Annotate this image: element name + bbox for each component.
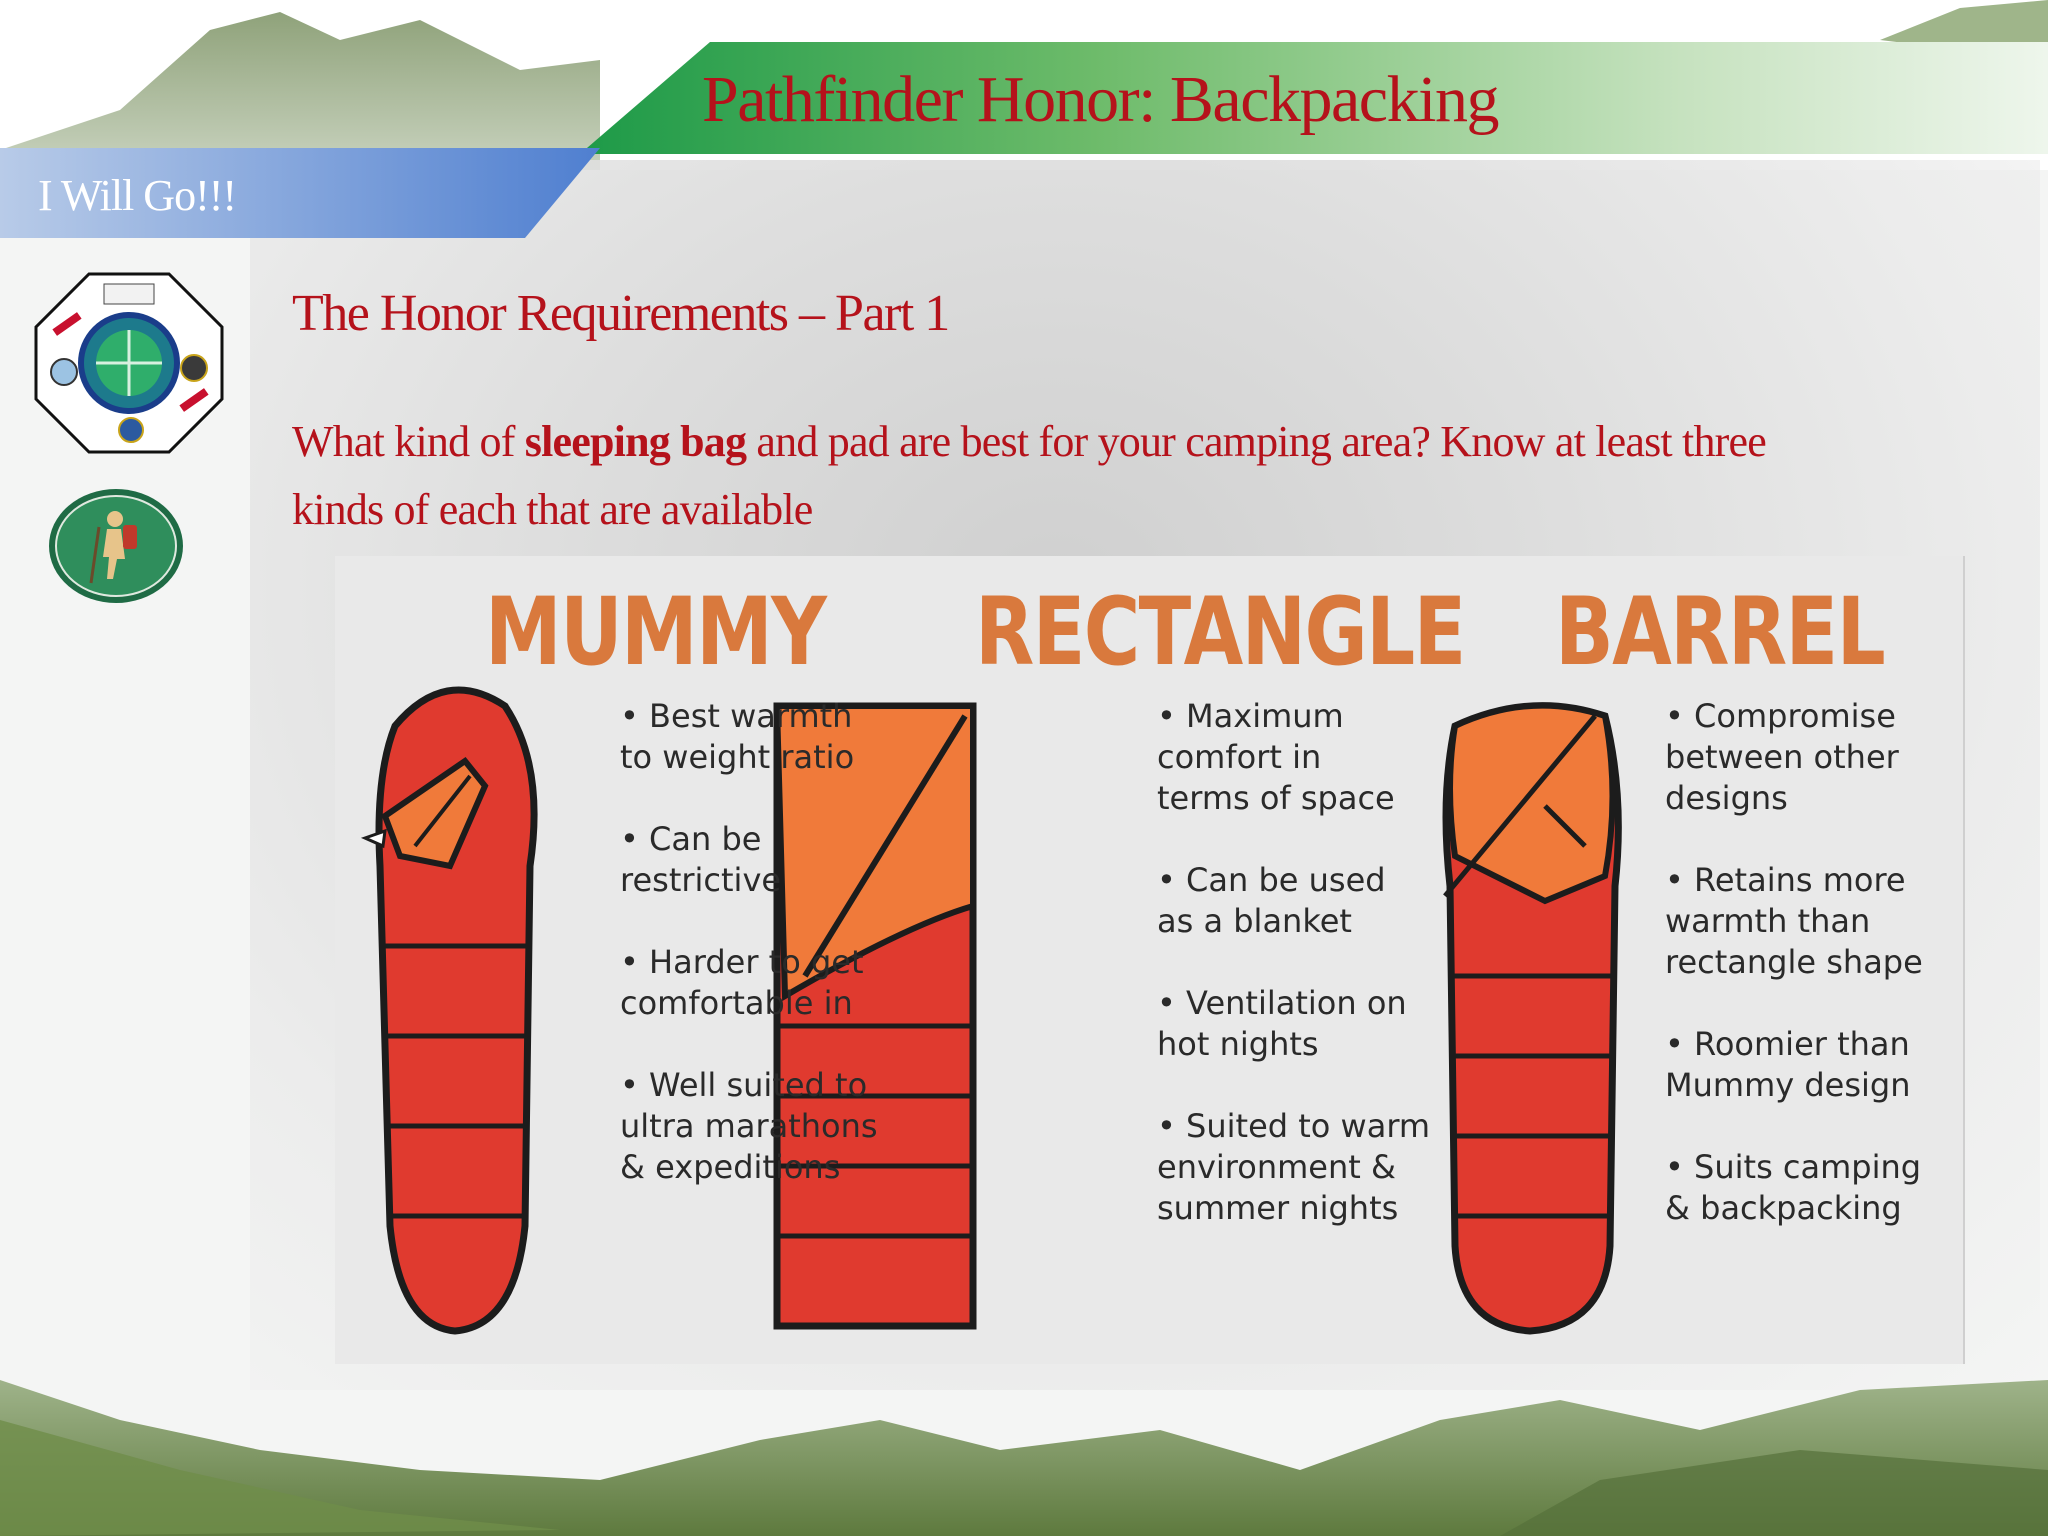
requirement-question: What kind of sleeping bag and pad are be… [292, 408, 1852, 544]
backpacking-honor-patch-icon [49, 489, 183, 603]
rectangle-title: RECTANGLE [975, 578, 1466, 687]
question-text-end: and pad are best for your camping area? … [292, 417, 1767, 534]
mummy-bag-illustration [360, 686, 538, 1335]
section-heading: The Honor Requirements – Part 1 [292, 285, 950, 342]
mummy-point: • Can be restrictive [620, 820, 782, 899]
barrel-point: • Retains more warmth than rectangle sha… [1665, 861, 1923, 981]
title-banner [580, 42, 2048, 154]
mummy-point: • Harder to get comfortable in [620, 943, 864, 1022]
subtitle-text: I Will Go!!! [38, 171, 237, 220]
mountain-background-bottom [0, 1380, 2048, 1536]
page-title: Pathfinder Honor: Backpacking [702, 63, 1499, 136]
rectangle-point: • Can be used as a blanket [1157, 861, 1386, 940]
rectangle-point: • Ventilation on hot nights [1157, 984, 1407, 1063]
mummy-points: • Best warmth to weight ratio • Can be r… [620, 696, 878, 1229]
subtitle-band [0, 148, 600, 238]
rectangle-points: • Maximum comfort in terms of space • Ca… [1157, 696, 1430, 1270]
barrel-point: • Roomier than Mummy design [1665, 1025, 1911, 1104]
barrel-bag-illustration [1442, 702, 1622, 1335]
mummy-title: MUMMY [485, 578, 827, 687]
question-text-start: What kind of [292, 417, 525, 466]
barrel-points: • Compromise between other designs • Ret… [1665, 696, 1923, 1270]
pathfinder-emblem-icon [34, 272, 224, 454]
rectangle-point: • Suited to warm environment & summer ni… [1157, 1107, 1431, 1227]
sleeping-bag-infographic: MUMMY RECTANGLE BARREL • Best warmth to … [335, 556, 1965, 1364]
rectangle-bag-illustration [773, 702, 977, 1330]
mummy-point: • Well suited to ultra marathons & exped… [620, 1066, 878, 1186]
barrel-point: • Suits camping & backpacking [1665, 1148, 1922, 1227]
question-highlight: sleeping bag [524, 417, 747, 466]
barrel-title: BARREL [1555, 578, 1886, 687]
mummy-point: • Best warmth to weight ratio [620, 697, 855, 776]
rectangle-point: • Maximum comfort in terms of space [1157, 697, 1395, 817]
barrel-point: • Compromise between other designs [1665, 697, 1899, 817]
